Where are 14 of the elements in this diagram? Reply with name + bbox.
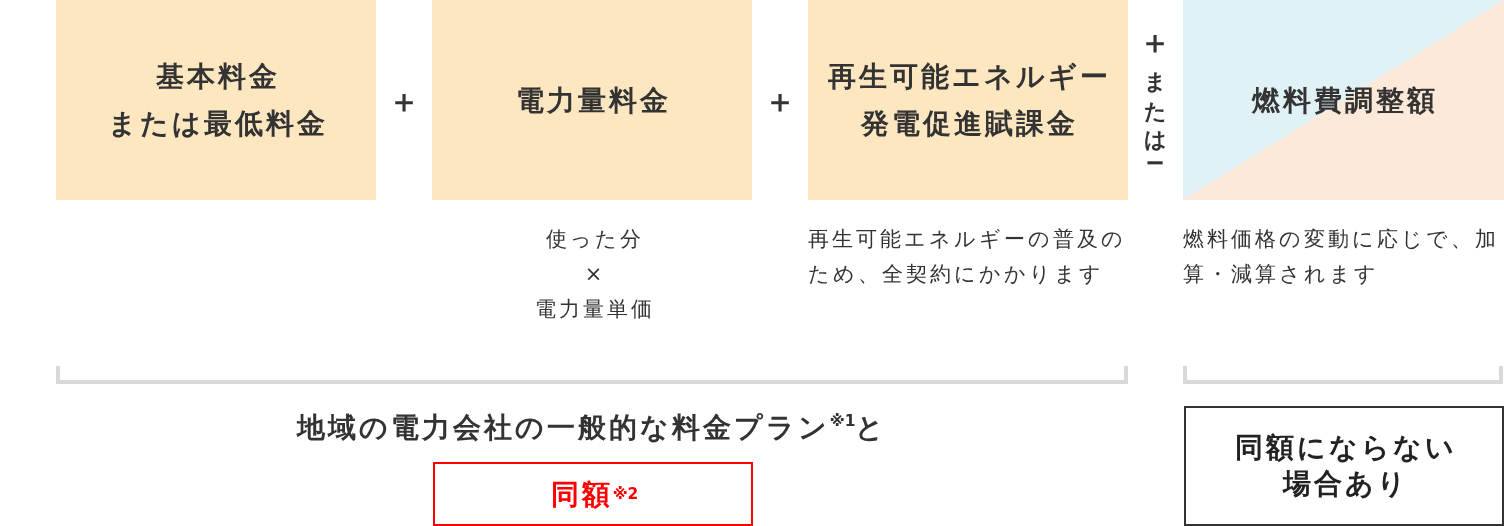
caption-text: 地域の電力会社の一般的な料金プラン$^{※1}$と xyxy=(296,414,888,442)
description-text: 使った分×電力量単価 xyxy=(534,226,656,323)
fee-box: 基本料金または最低料金 xyxy=(56,0,376,200)
fee-box: 再生可能エネルギー発電促進賦課金 xyxy=(808,0,1128,200)
plus-sign: ＋ xyxy=(388,85,420,117)
plus-sign: ＋ xyxy=(1139,26,1171,58)
vertical-text: または xyxy=(1144,56,1166,146)
description-text: 燃料価格の変動に応じで、加算・減算されます xyxy=(1183,226,1500,288)
plus-sign: ＋ xyxy=(764,85,796,117)
result-box: 同額にならない場合あり xyxy=(1184,406,1504,526)
fee-box: 燃料費調整額 xyxy=(1183,0,1504,200)
fee-box: 電力量料金 xyxy=(432,0,752,200)
result-box: 同額$^{※2}$ xyxy=(433,462,753,526)
description-text: 再生可能エネルギーの普及のため、全契約にかかります xyxy=(808,226,1127,288)
